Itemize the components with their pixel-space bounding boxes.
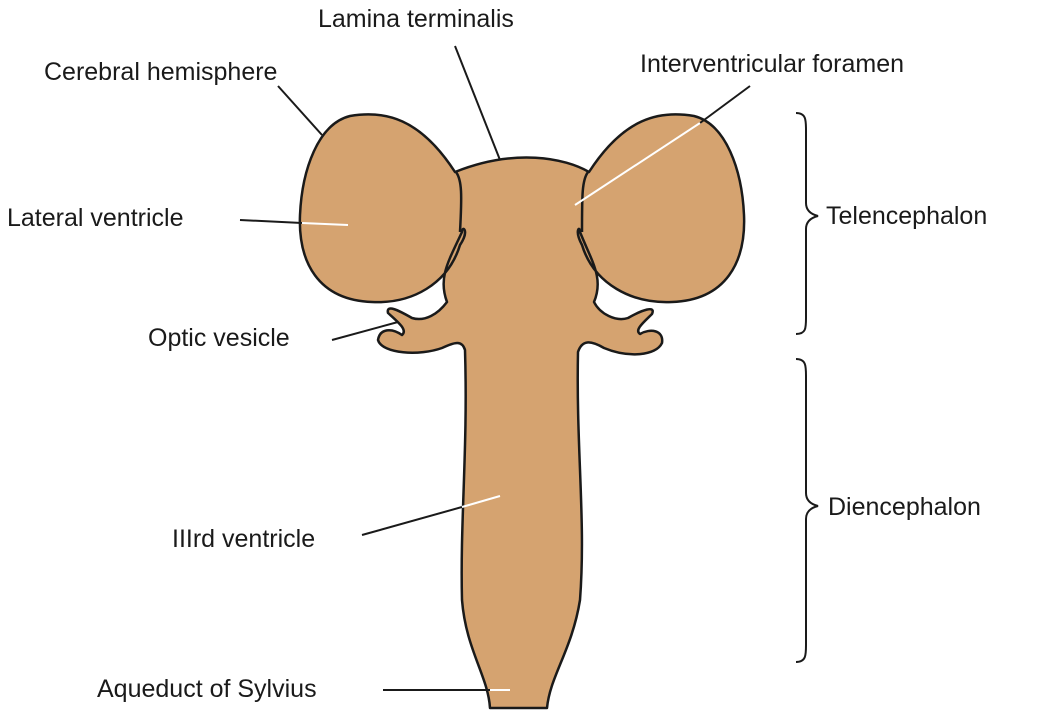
left-hemisphere-notch [454,171,463,233]
diencephalon-brace [795,358,819,663]
label-cerebral-hemisphere: Cerebral hemisphere [44,58,277,86]
forebrain-vesicle-shape [298,113,746,710]
label-aqueduct-of-sylvius: Aqueduct of Sylvius [97,675,317,703]
leader-lamina-terminalis [454,45,501,161]
label-lateral-ventricle: Lateral ventricle [7,204,183,232]
telencephalon-brace [795,112,819,335]
leader-third-ventricle [361,506,463,536]
right-hemisphere-notch [580,171,590,233]
leader-lateral-ventricle [239,219,303,224]
leader-optic-vesicle [331,321,399,341]
label-lamina-terminalis: Lamina terminalis [318,5,514,33]
leader-interventricular-foramen-inner [574,122,701,206]
label-interventricular-foramen: Interventricular foramen [640,50,904,78]
label-telencephalon: Telencephalon [826,202,987,230]
leader-third-ventricle-inner [461,495,501,508]
leader-cerebral-hemisphere [277,85,323,136]
label-optic-vesicle: Optic vesicle [148,324,290,352]
label-third-ventricle: IIIrd ventricle [172,525,315,553]
leader-interventricular-foramen [699,85,751,124]
label-diencephalon: Diencephalon [828,493,981,521]
leader-lateral-ventricle-inner [301,222,349,226]
